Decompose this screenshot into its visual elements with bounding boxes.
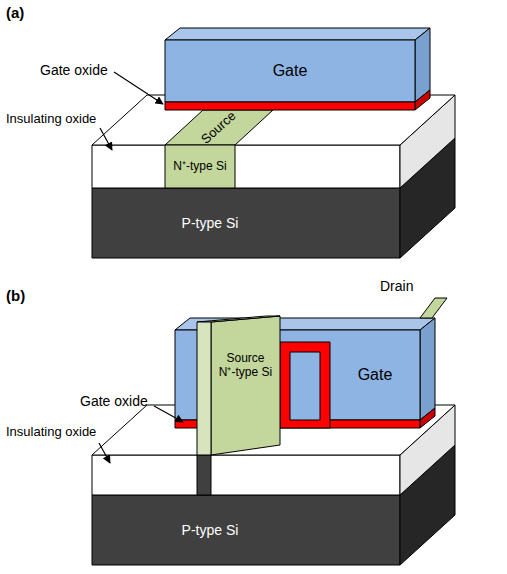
part-label: Insulating oxide [6,112,96,127]
substrate-front [92,188,400,258]
source-front [165,145,235,188]
gate-label: Gate [358,366,393,384]
part-label: Insulating oxide [6,425,96,440]
gate-side [420,318,435,420]
oxide-front [92,145,400,188]
leader-line [114,72,163,104]
oxide-front [92,455,400,495]
gate-front [165,40,415,102]
gate-electrode: Gate [165,40,415,102]
leader-line [100,128,112,150]
gate-side [415,28,430,102]
gate-oxide-side [420,408,435,428]
gate-electrode: Gate [330,330,420,420]
substrate-label: P-type Si [182,522,239,538]
part-label: Gate oxide [80,393,148,409]
leader-line [99,443,110,463]
fin-front [197,322,211,455]
doping-label: N⁺-type Si [173,160,226,174]
substrate-block: P-type Si [120,495,300,565]
gate-top [165,28,430,40]
substrate-block: P-type Si [120,188,300,258]
doping-label: N⁺-type Si [219,366,272,380]
source-fin: SourceN⁺-type Si [211,322,280,455]
oxide-top [92,95,455,145]
gate-oxide-side [415,90,430,110]
substrate-front [92,495,400,565]
part-label: Drain [380,278,413,294]
drain-fin [420,298,447,318]
panel-label: (b) [6,287,25,304]
source-label: Source [226,352,264,366]
source-region: SourceN⁺-type Si [165,145,235,188]
gate-oxide-layer [165,102,415,110]
part-label: Gate oxide [40,62,108,78]
gate-fin-section [290,352,320,420]
panel-label: (a) [6,4,24,21]
fin-side [211,316,280,455]
gate-oxide-wrap [280,342,330,428]
fin-top [197,316,280,322]
gate-label: Gate [273,62,308,80]
fin-trench [197,455,211,495]
leader-line [154,406,183,422]
substrate-label: P-type Si [182,215,239,231]
